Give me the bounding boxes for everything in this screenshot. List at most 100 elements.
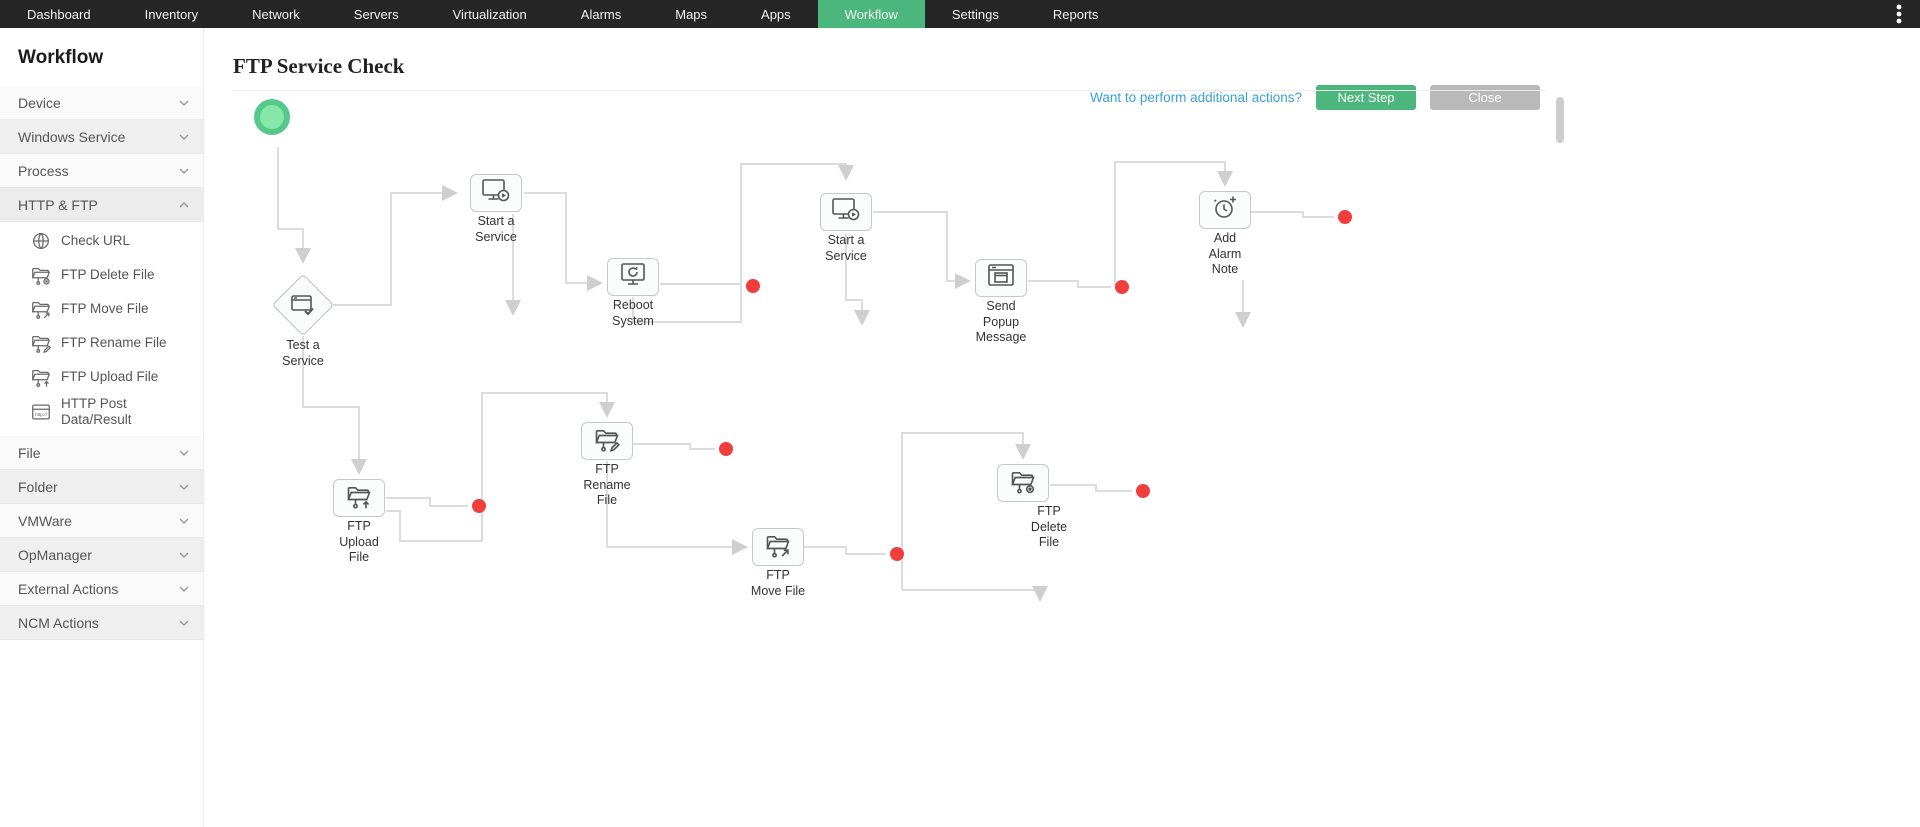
http-ftp-sublist: Check URL FTP Delete File FTP Move File: [0, 222, 203, 436]
sub-item-label: FTP Rename File: [61, 335, 167, 350]
nav-item-alarms[interactable]: Alarms: [580, 6, 622, 22]
sidebar-item-windows-service[interactable]: Windows Service: [0, 120, 203, 154]
sidebar-item-ftp-rename-file[interactable]: FTP Rename File: [0, 326, 203, 360]
ftp-upload-icon: [30, 366, 52, 388]
http-post-icon: http://: [30, 401, 52, 423]
sub-item-label: FTP Delete File: [61, 267, 155, 282]
sidebar-item-process[interactable]: Process: [0, 154, 203, 188]
node-add-alarm-note[interactable]: [1199, 191, 1251, 229]
chevron-down-icon: [179, 134, 189, 140]
connector-lines: [277, 147, 1334, 602]
chevron-down-icon: [179, 450, 189, 456]
section-label: External Actions: [18, 580, 119, 597]
nav-item-dashboard[interactable]: Dashboard: [27, 6, 91, 22]
sidebar-title: Workflow: [18, 47, 104, 68]
sidebar-item-http-ftp[interactable]: HTTP & FTP: [0, 188, 203, 222]
canvas-scrollbar-thumb[interactable]: [1556, 97, 1564, 143]
section-label: File: [18, 444, 41, 461]
monitor-refresh-icon: [618, 261, 648, 294]
section-label: VMWare: [18, 512, 72, 529]
chevron-down-icon: [179, 168, 189, 174]
section-label: Windows Service: [18, 128, 126, 145]
sidebar-item-device[interactable]: Device: [0, 86, 203, 120]
sidebar-item-ftp-move-file[interactable]: FTP Move File: [0, 292, 203, 326]
node-reboot-system[interactable]: [607, 258, 659, 296]
section-label: OpManager: [18, 546, 92, 563]
additional-actions-link[interactable]: Want to perform additional actions?: [1090, 90, 1302, 105]
sidebar-item-ncm-actions[interactable]: NCM Actions: [0, 606, 203, 640]
sidebar-item-http-post[interactable]: http:// HTTP Post Data/Result: [0, 394, 203, 430]
section-label: Device: [18, 94, 61, 111]
node-label: Add Alarm Note: [1208, 231, 1242, 276]
alarm-clock-plus-icon: [1210, 194, 1240, 227]
workflow-sidebar: Workflow Device Windows Service Process …: [0, 28, 204, 827]
monitor-play-icon: [480, 177, 512, 210]
chevron-down-icon: [179, 100, 189, 106]
ftp-rename-icon: [30, 332, 52, 354]
section-label: Process: [18, 162, 69, 179]
sidebar-item-opmanager[interactable]: OpManager: [0, 538, 203, 572]
node-label: FTP Move File: [750, 568, 806, 598]
endpoint-dot[interactable]: [1136, 484, 1150, 498]
chevron-down-icon: [179, 552, 189, 558]
node-label: Test a Service: [282, 338, 324, 368]
node-ftp-move-file[interactable]: [752, 528, 804, 566]
sidebar-item-vmware[interactable]: VMWare: [0, 504, 203, 538]
monitor-play-icon: [830, 196, 862, 229]
nav-item-inventory[interactable]: Inventory: [144, 6, 199, 22]
node-label: Reboot System: [612, 298, 654, 328]
node-send-popup-message[interactable]: [975, 259, 1027, 297]
ftp-move-icon: [30, 298, 52, 320]
nav-item-servers[interactable]: Servers: [353, 6, 399, 22]
endpoint-dot[interactable]: [746, 279, 760, 293]
endpoint-dot[interactable]: [890, 547, 904, 561]
ftp-delete-icon: [1009, 467, 1037, 500]
sidebar-item-external-actions[interactable]: External Actions: [0, 572, 203, 606]
node-label: FTP Upload File: [339, 519, 379, 564]
nav-item-reports[interactable]: Reports: [1052, 6, 1099, 22]
ftp-upload-icon: [345, 482, 373, 515]
sidebar-item-check-url[interactable]: Check URL: [0, 224, 203, 258]
header-separator: [233, 90, 1545, 91]
next-step-button[interactable]: Next Step: [1316, 85, 1416, 110]
popup-window-icon: [986, 263, 1016, 294]
sidebar-item-folder[interactable]: Folder: [0, 470, 203, 504]
window-check-icon: [290, 294, 316, 316]
svg-text:http://: http://: [35, 412, 48, 418]
close-button[interactable]: Close: [1430, 85, 1540, 110]
nav-item-maps[interactable]: Maps: [675, 6, 708, 22]
node-label: FTP Rename File: [583, 462, 631, 507]
ftp-rename-icon: [593, 425, 621, 458]
workflow-start-node[interactable]: [254, 99, 290, 135]
section-label: NCM Actions: [18, 614, 99, 631]
kebab-menu-icon[interactable]: [1896, 0, 1902, 28]
node-start-a-service-1[interactable]: [470, 174, 522, 212]
node-label: Start a Service: [825, 233, 867, 263]
nav-item-workflow[interactable]: Workflow: [817, 0, 925, 28]
ftp-delete-icon: [30, 264, 52, 286]
sub-item-label: Check URL: [61, 233, 131, 248]
sidebar-item-ftp-upload-file[interactable]: FTP Upload File: [0, 360, 203, 394]
endpoint-dots: [472, 210, 1352, 561]
endpoint-dot[interactable]: [1115, 280, 1129, 294]
nav-item-apps[interactable]: Apps: [761, 6, 791, 22]
nav-item-settings[interactable]: Settings: [951, 6, 999, 22]
node-ftp-delete-file[interactable]: [997, 464, 1049, 502]
nav-item-virtualization[interactable]: Virtualization: [452, 6, 527, 22]
chevron-down-icon: [179, 518, 189, 524]
sidebar-item-ftp-delete-file[interactable]: FTP Delete File: [0, 258, 203, 292]
nav-item-network[interactable]: Network: [252, 6, 300, 22]
endpoint-dot[interactable]: [719, 442, 733, 456]
sidebar-item-file[interactable]: File: [0, 436, 203, 470]
node-ftp-rename-file[interactable]: [581, 422, 633, 460]
sub-item-label: HTTP Post Data/Result: [61, 396, 132, 427]
node-label: Start a Service: [475, 214, 517, 244]
chevron-up-icon: [179, 201, 189, 208]
endpoint-dot[interactable]: [1338, 210, 1352, 224]
section-label: HTTP & FTP: [18, 196, 98, 213]
sub-item-label: FTP Upload File: [61, 369, 159, 384]
endpoint-dot[interactable]: [472, 499, 486, 513]
node-ftp-upload-file[interactable]: [333, 479, 385, 517]
node-start-a-service-2[interactable]: [820, 193, 872, 231]
node-label: Send Popup Message: [975, 299, 1027, 344]
